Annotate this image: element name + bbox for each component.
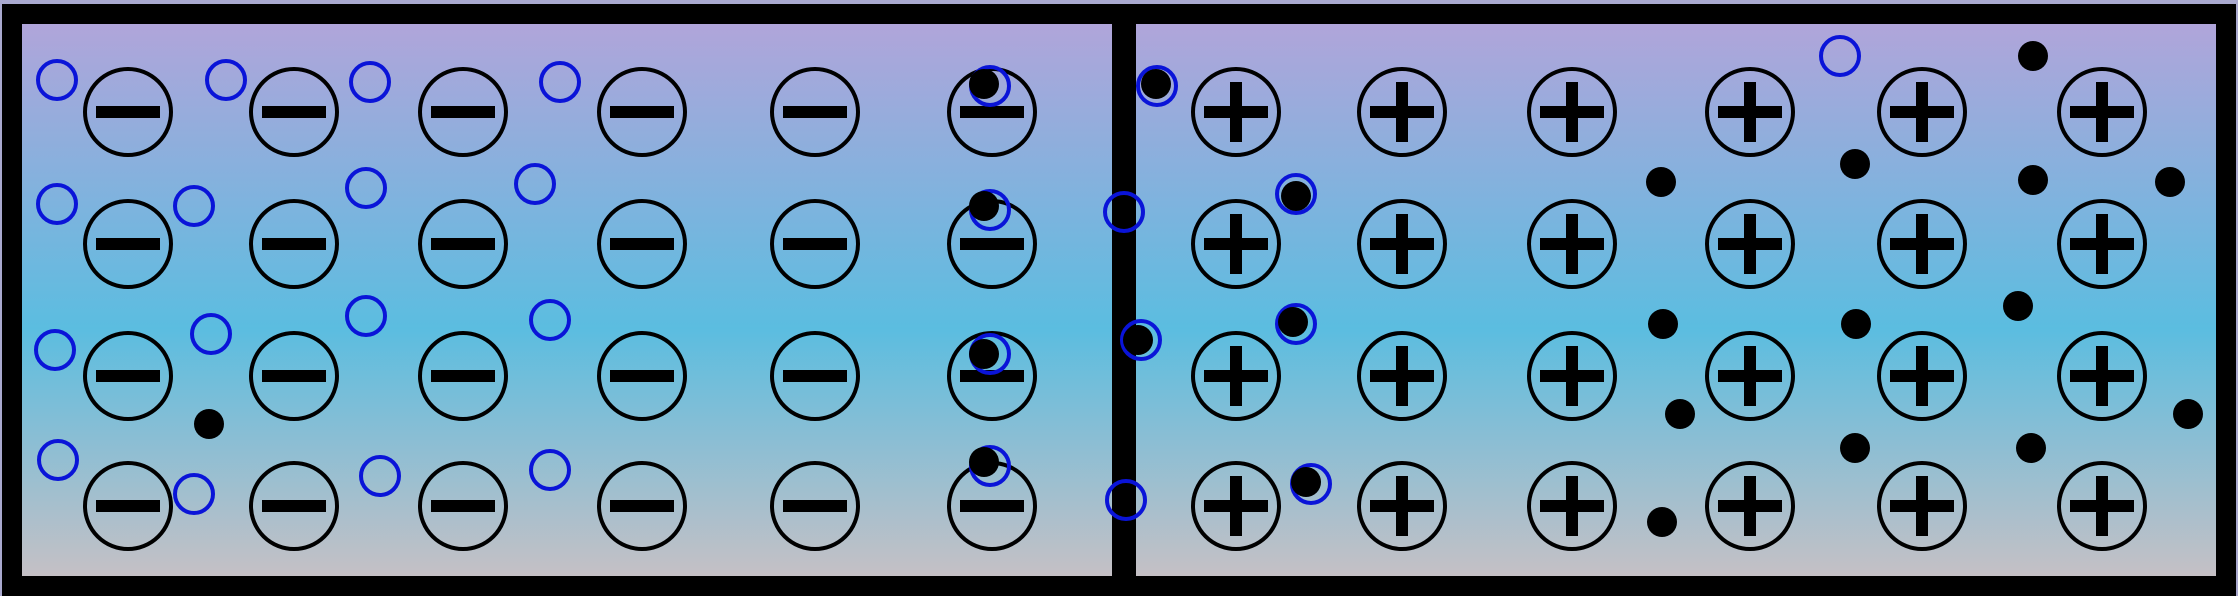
hole-ring-icon [36,59,78,101]
electron-dot-icon [2173,399,2203,429]
minus-circle-icon [83,67,173,157]
electron-dot-icon [969,69,999,99]
hole-ring-icon [1136,65,1178,107]
hole-ring-icon [36,183,78,225]
plus-circle-icon [1191,67,1281,157]
hole-ring-icon [1819,35,1861,77]
minus-circle-icon [770,199,860,289]
plus-circle-icon [2057,67,2147,157]
minus-circle-icon [418,331,508,421]
ion-layer [83,67,2147,551]
hole-ring-icon [345,167,387,209]
plus-circle-icon [1877,331,1967,421]
hole-ring-icon [359,455,401,497]
electron-dot-icon [969,339,999,369]
hole-ring-icon [1105,479,1147,521]
hole-ring-icon [539,61,581,103]
minus-circle-icon [597,67,687,157]
electron-dot-icon [1278,307,1308,337]
hole-ring-icon [529,299,571,341]
minus-circle-icon [770,331,860,421]
carrier-layer [34,35,2203,537]
hole-ring-icon [345,295,387,337]
hole-ring-icon [349,61,391,103]
minus-circle-icon [597,331,687,421]
electron-dot-icon [1665,399,1695,429]
plus-circle-icon [1527,331,1617,421]
hole-ring-icon [190,313,232,355]
plus-circle-icon [1705,331,1795,421]
electron-dot-icon [1841,309,1871,339]
minus-circle-icon [83,331,173,421]
hole-ring-icon [1103,191,1145,233]
plus-circle-icon [1527,199,1617,289]
plus-circle-icon [1877,67,1967,157]
plus-circle-icon [1191,461,1281,551]
plus-circle-icon [1191,331,1281,421]
plus-circle-icon [1877,199,1967,289]
minus-circle-icon [418,67,508,157]
electron-dot-icon [2003,291,2033,321]
plus-circle-icon [1357,461,1447,551]
minus-circle-icon [770,461,860,551]
plus-circle-icon [1357,67,1447,157]
minus-circle-icon [83,461,173,551]
minus-circle-icon [83,199,173,289]
minus-circle-icon [597,199,687,289]
minus-circle-icon [418,199,508,289]
plus-circle-icon [1357,331,1447,421]
plus-circle-icon [1527,461,1617,551]
plus-circle-icon [2057,199,2147,289]
hole-ring-icon [37,439,79,481]
electron-dot-icon [2018,165,2048,195]
electron-dot-icon [1840,433,1870,463]
hole-ring-icon [173,185,215,227]
hole-ring-icon [173,473,215,515]
plus-circle-icon [1705,67,1795,157]
hole-ring-icon [1120,319,1162,361]
left-region-panel [2,4,1134,596]
plus-circle-icon [2057,461,2147,551]
plus-circle-icon [1191,199,1281,289]
plus-circle-icon [2057,331,2147,421]
electron-dot-icon [1141,69,1171,99]
minus-circle-icon [418,461,508,551]
minus-circle-icon [249,331,339,421]
electron-dot-icon [2016,433,2046,463]
hole-ring-icon [1275,173,1317,215]
plus-circle-icon [1357,199,1447,289]
minus-circle-icon [249,67,339,157]
electron-dot-icon [1291,467,1321,497]
minus-circle-icon [597,461,687,551]
minus-circle-icon [770,67,860,157]
electron-dot-icon [1840,149,1870,179]
electron-dot-icon [194,409,224,439]
minus-circle-icon [249,199,339,289]
junction-divider [1112,14,1136,586]
hole-ring-icon [529,449,571,491]
plus-circle-icon [1705,461,1795,551]
minus-circle-icon [249,461,339,551]
electron-dot-icon [2018,41,2048,71]
electron-dot-icon [1646,167,1676,197]
plus-circle-icon [1705,199,1795,289]
hole-ring-icon [514,163,556,205]
electron-dot-icon [1281,181,1311,211]
minus-circle-icon [947,331,1037,421]
plus-circle-icon [1527,67,1617,157]
electron-dot-icon [969,191,999,221]
hole-ring-icon [1275,303,1317,345]
hole-ring-icon [34,329,76,371]
electron-dot-icon [1648,309,1678,339]
hole-ring-icon [205,59,247,101]
electron-dot-icon [1647,507,1677,537]
electron-dot-icon [2155,167,2185,197]
plus-circle-icon [1877,461,1967,551]
electron-dot-icon [1123,325,1153,355]
electron-dot-icon [969,447,999,477]
